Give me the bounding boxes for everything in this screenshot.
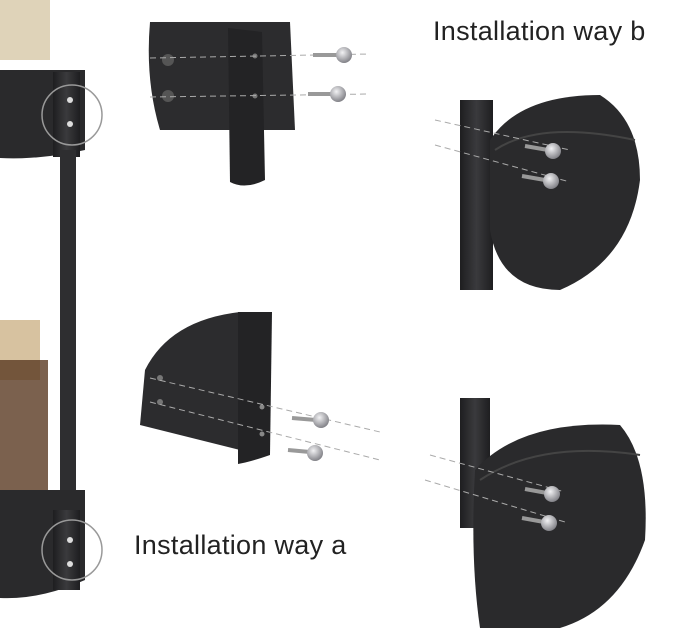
detail-top-right [434, 95, 640, 290]
rack-product [0, 0, 103, 599]
detail-bottom-left [140, 312, 381, 464]
installation-way-a-label: Installation way a [134, 530, 347, 560]
installation-way-b-label: Installation way b [433, 16, 646, 46]
detail-bottom-right [424, 398, 646, 628]
highlight-circle-top [41, 84, 103, 146]
detail-top-left [148, 22, 371, 186]
highlight-circle-bottom [41, 519, 103, 581]
